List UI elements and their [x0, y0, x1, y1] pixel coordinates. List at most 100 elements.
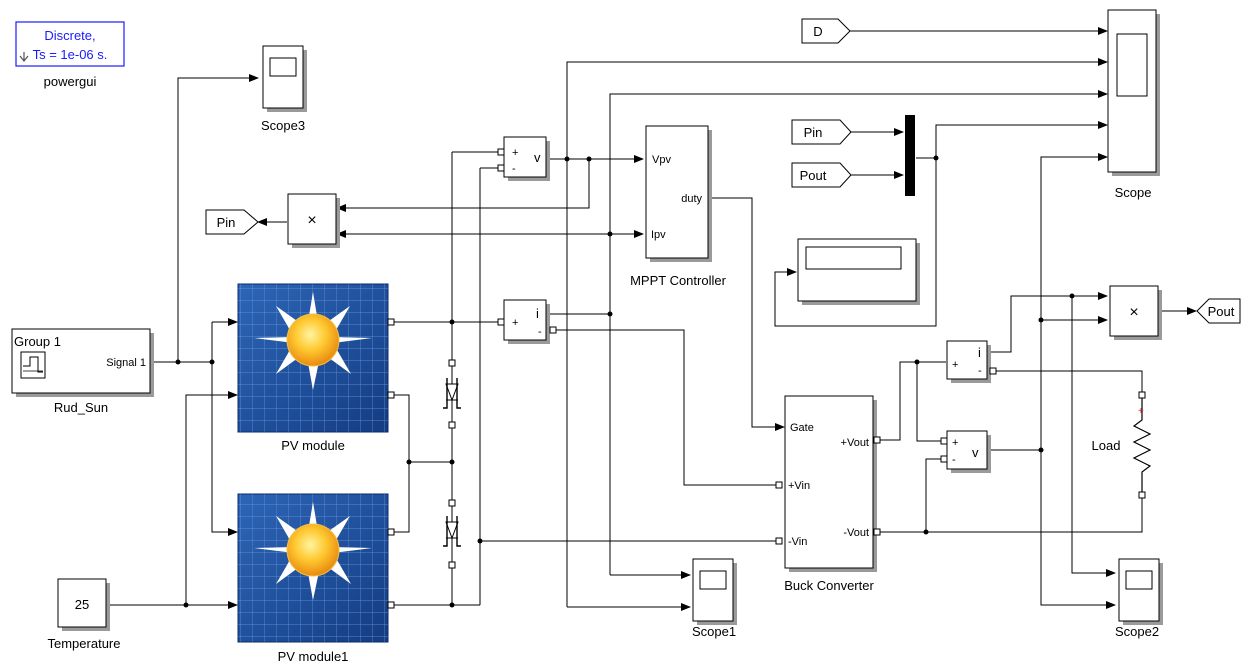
- product-block-1[interactable]: ×: [287, 193, 340, 248]
- mppt-name: MPPT Controller: [630, 273, 727, 288]
- pin-goto-tag[interactable]: Pin: [205, 209, 259, 235]
- cs1-i: i: [536, 306, 539, 321]
- pout-from-label: Pout: [800, 168, 827, 183]
- pv-module1-name: PV module1: [278, 649, 349, 664]
- temperature-value: 25: [75, 597, 89, 612]
- bypass-diode-2[interactable]: [443, 499, 461, 569]
- product2-symbol: ×: [1129, 304, 1138, 321]
- temperature-constant-block[interactable]: 25 Temperature: [48, 578, 121, 651]
- mppt-vpv-port: Vpv: [652, 154, 671, 166]
- mux-block[interactable]: [905, 115, 915, 196]
- mppt-controller-block[interactable]: Vpv Ipv duty MPPT Controller: [630, 125, 727, 288]
- wire-vout-minus: [878, 497, 1143, 533]
- mppt-ipv-port: Ipv: [651, 229, 666, 241]
- wire-signal-to-pv1: [211, 322, 238, 536]
- pout-from-tag[interactable]: Pout: [791, 162, 852, 188]
- scope2-block[interactable]: Scope2: [1115, 558, 1163, 639]
- wire-ipv-to-scope: [609, 90, 1108, 575]
- scope3-name: Scope3: [261, 118, 305, 133]
- cs1-plus: +: [512, 317, 518, 329]
- display-block[interactable]: [797, 238, 920, 305]
- scope2-screen-icon: [1125, 570, 1153, 590]
- bypass-diode-1[interactable]: [443, 359, 461, 429]
- current-sensor-1[interactable]: + i -: [497, 299, 557, 344]
- pin-from-label: Pin: [804, 125, 823, 140]
- powergui-line2: Ts = 1e-06 s.: [33, 47, 108, 62]
- scope-name: Scope: [1115, 185, 1152, 200]
- vs2-minus: -: [952, 454, 956, 466]
- signal-builder-block[interactable]: Group 1 Signal 1 Rud_Sun: [11, 328, 154, 415]
- main-scope-block[interactable]: Scope: [1107, 9, 1160, 200]
- voltage-sensor-1[interactable]: + - v: [497, 136, 550, 181]
- buck-vout-minus-port: -Vout: [843, 527, 869, 539]
- wire-vout-plus-to-vsense: [916, 362, 946, 442]
- wire-pv1-plus: [393, 462, 410, 533]
- wire-to-scope2-b: [1040, 574, 1116, 609]
- scope1-screen-icon: [699, 570, 727, 590]
- pin-from-tag[interactable]: Pin: [791, 119, 852, 145]
- signal-builder-name: Rud_Sun: [54, 400, 108, 415]
- d-tag-label: D: [813, 24, 822, 39]
- product-block-2[interactable]: ×: [1109, 285, 1162, 340]
- scope-screen-icon: [1116, 33, 1148, 97]
- powergui-arrow-icon: [19, 52, 29, 62]
- cs1-minus: -: [538, 326, 542, 338]
- scope1-block[interactable]: Scope1: [692, 558, 737, 639]
- wire-pv-minus: [393, 394, 452, 463]
- buck-converter-block[interactable]: Gate +Vin -Vin +Vout -Vout Buck Converte…: [775, 395, 881, 593]
- wire-temp-to-pv: [185, 391, 238, 605]
- wire-isense-to-load: [994, 370, 1143, 396]
- vs2-v: v: [972, 445, 979, 460]
- pv1-sun-icon: [254, 502, 372, 600]
- junction-dots: [175, 155, 1075, 608]
- vs1-v: v: [534, 150, 541, 165]
- pv-sun-icon: [254, 292, 372, 390]
- pv-module1-block[interactable]: PV module1: [237, 493, 395, 664]
- wire-i-to-product2: [988, 292, 1108, 353]
- pin-goto-label: Pin: [217, 215, 236, 230]
- wire-to-vin-plus: [554, 329, 778, 486]
- powergui-name: powergui: [44, 74, 97, 89]
- cs2-plus: +: [952, 359, 958, 371]
- cs2-minus: -: [978, 365, 982, 377]
- mppt-duty-port: duty: [681, 193, 702, 205]
- wire-signal-to-scope3: [177, 74, 259, 362]
- pout-goto-label: Pout: [1208, 304, 1235, 319]
- product-symbol: ×: [307, 212, 316, 229]
- signal-builder-icon: [20, 351, 46, 379]
- signal-builder-port: Signal 1: [106, 357, 146, 369]
- powergui-line1: Discrete,: [44, 28, 95, 43]
- buck-vin-plus-port: +Vin: [788, 480, 810, 492]
- scope3-block[interactable]: Scope3: [261, 45, 307, 133]
- scope3-screen-icon: [269, 57, 297, 77]
- vs1-minus: -: [512, 163, 516, 175]
- display-readout: [805, 246, 902, 270]
- pout-goto-tag[interactable]: Pout: [1196, 298, 1241, 324]
- wire-duty-to-gate: [711, 197, 785, 431]
- load-name: Load: [1092, 438, 1121, 453]
- wire-vout-plus-to-isense: [878, 361, 946, 441]
- load-resistor-block[interactable]: + Load: [1092, 391, 1152, 499]
- pv-module-name: PV module: [281, 438, 345, 453]
- scope1-name: Scope1: [692, 624, 736, 639]
- d-from-tag[interactable]: D: [801, 18, 851, 44]
- wire-mux-to-scope: [935, 121, 1108, 158]
- wire-vout-minus-to-vsense: [925, 458, 946, 532]
- voltage-sensor-2[interactable]: + - v: [940, 430, 991, 473]
- wire-mux-to-display: [774, 158, 937, 327]
- load-polarity-icon: +: [1138, 406, 1144, 417]
- scope2-name: Scope2: [1115, 624, 1159, 639]
- wire-v-to-product: [336, 159, 590, 212]
- powergui-block[interactable]: Discrete, Ts = 1e-06 s. powergui: [15, 21, 125, 89]
- cs2-i: i: [978, 345, 981, 360]
- signal-builder-group: Group 1: [14, 334, 61, 349]
- buck-name: Buck Converter: [784, 578, 874, 593]
- vs1-plus: +: [512, 147, 518, 159]
- current-sensor-2[interactable]: + i -: [946, 340, 997, 383]
- vs2-plus: +: [952, 437, 958, 449]
- wire-to-scope2-a: [1071, 296, 1116, 577]
- pv-module-block[interactable]: PV module: [237, 283, 395, 453]
- buck-gate-port: Gate: [790, 422, 814, 434]
